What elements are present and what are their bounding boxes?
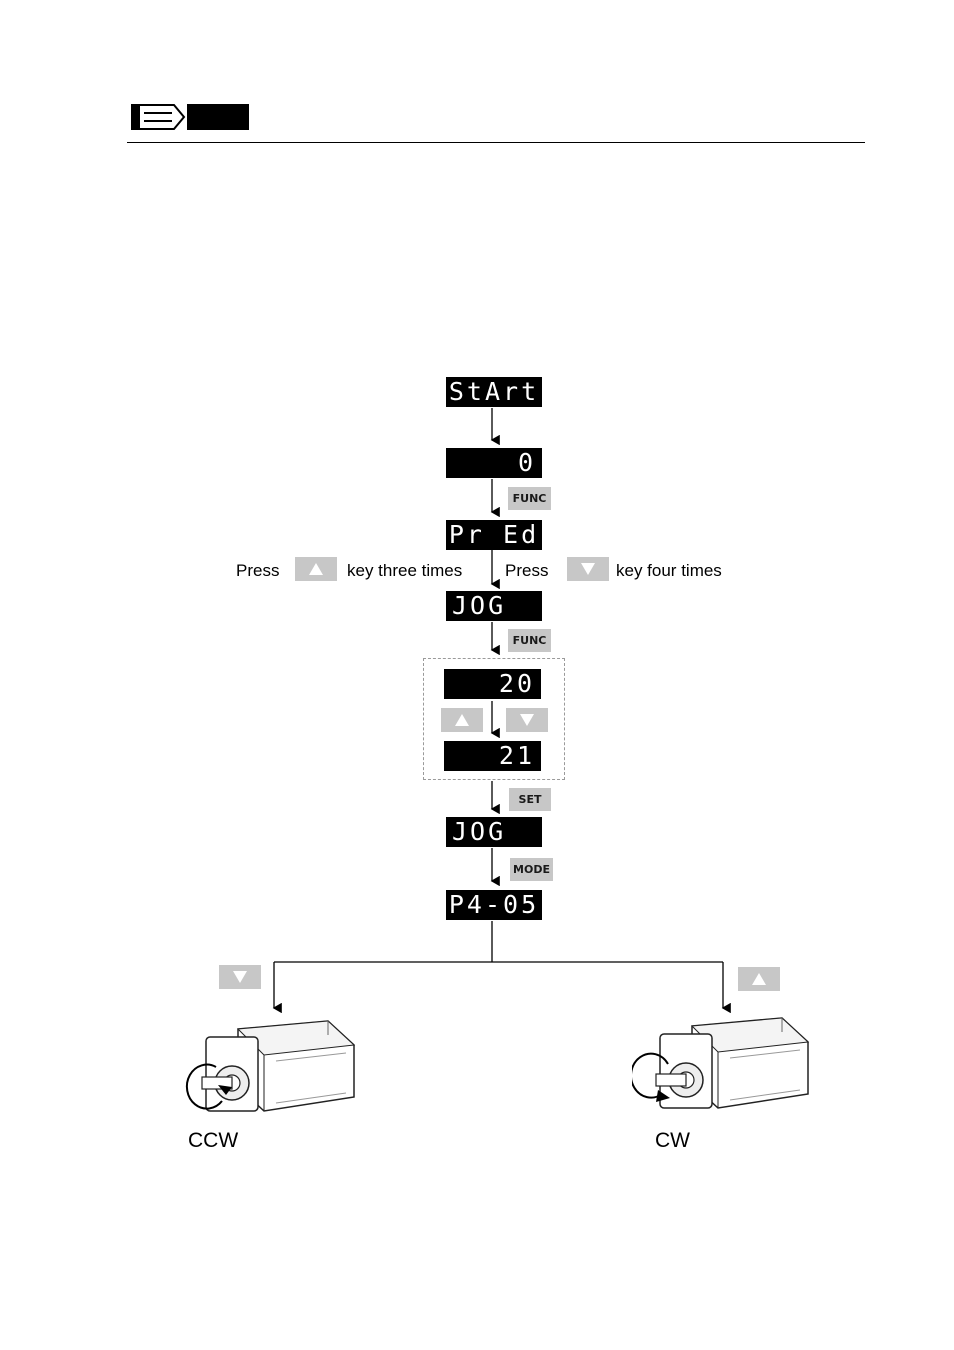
down-triangle-icon bbox=[232, 965, 248, 989]
display-start: StArt bbox=[446, 377, 542, 407]
up-triangle-icon bbox=[308, 557, 324, 581]
up-triangle-icon bbox=[454, 708, 470, 732]
down-triangle-icon bbox=[519, 708, 535, 732]
display-value-20: 20 bbox=[444, 669, 541, 699]
display-jog: JOG bbox=[446, 591, 542, 621]
ccw-label: CCW bbox=[188, 1130, 238, 1152]
key-four-times-label: key four times bbox=[616, 561, 722, 581]
servo-motor-icon bbox=[178, 1015, 358, 1115]
display-zero: 0 bbox=[446, 448, 542, 478]
down-key-edit[interactable] bbox=[506, 708, 548, 732]
up-key-edit[interactable] bbox=[441, 708, 483, 732]
mode-key[interactable]: MODE bbox=[510, 858, 553, 881]
up-triangle-icon bbox=[751, 967, 767, 991]
down-key-ccw[interactable] bbox=[219, 965, 261, 989]
display-value-21: 21 bbox=[444, 741, 541, 771]
down-key[interactable] bbox=[567, 557, 609, 581]
servo-motor-icon-cw bbox=[632, 1012, 812, 1112]
press-label-left: Press bbox=[236, 561, 279, 581]
display-p4-05: P4-05 bbox=[446, 890, 542, 920]
set-key[interactable]: SET bbox=[509, 788, 551, 811]
func-key-2[interactable]: FUNC bbox=[508, 629, 551, 652]
display-pred: Pr Ed bbox=[446, 520, 542, 550]
func-key[interactable]: FUNC bbox=[508, 487, 551, 510]
up-key[interactable] bbox=[295, 557, 337, 581]
press-label-right: Press bbox=[505, 561, 548, 581]
display-jog-confirm: JOG bbox=[446, 817, 542, 847]
key-three-times-label: key three times bbox=[347, 561, 462, 581]
cw-label: CW bbox=[655, 1130, 690, 1152]
up-key-cw[interactable] bbox=[738, 967, 780, 991]
down-triangle-icon bbox=[580, 557, 596, 581]
